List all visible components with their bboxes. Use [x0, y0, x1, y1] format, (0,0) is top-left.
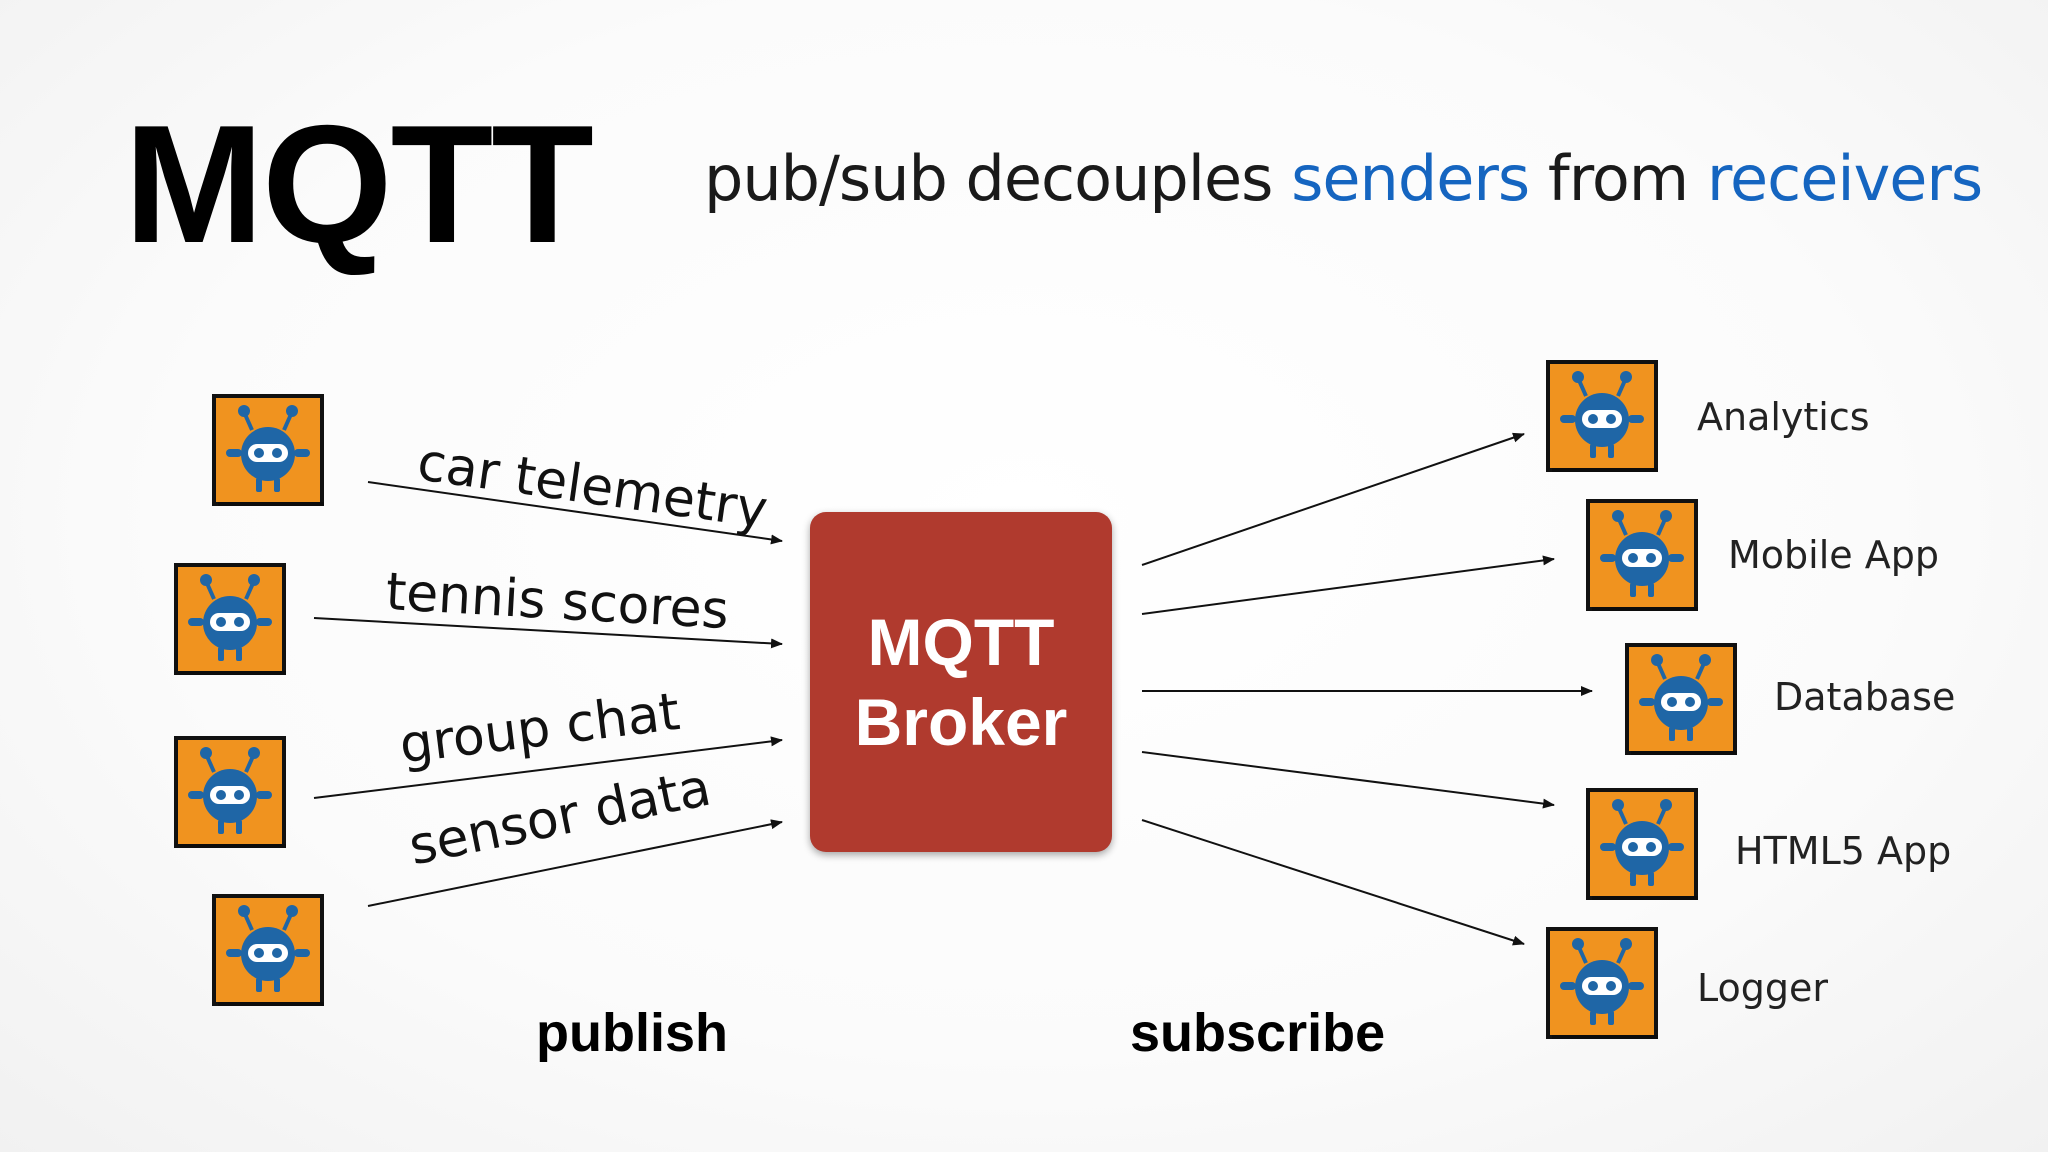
subscriber-robot-icon: [1625, 643, 1737, 755]
publish-arrow-sensor-data: [367, 819, 783, 907]
publisher-robot-icon: [174, 563, 286, 675]
subscriber-label-html5-app: HTML5 App: [1735, 829, 1952, 873]
broker-label-line2: Broker: [854, 685, 1068, 759]
subtitle-senders: senders: [1291, 142, 1530, 215]
subscriber-robot-icon: [1546, 927, 1658, 1039]
publish-label: publish: [536, 1003, 728, 1063]
subscriber-label-mobile-app: Mobile App: [1728, 533, 1939, 577]
publish-arrow-tennis-scores: [313, 617, 783, 649]
publisher-robot-icon: [174, 736, 286, 848]
subscriber-label-analytics: Analytics: [1697, 395, 1870, 439]
subscriber-robot-icon: [1546, 360, 1658, 472]
subscribe-arrow-html5-app: [1141, 751, 1555, 809]
subscribe-arrow-logger: [1141, 819, 1525, 946]
publish-arrow-car-telemetry: [367, 481, 783, 545]
subscribe-arrow-analytics: [1141, 432, 1525, 566]
subtitle-middle: from: [1529, 142, 1707, 215]
subscriber-label-database: Database: [1774, 675, 1956, 719]
publish-arrow-group-chat: [313, 736, 783, 799]
publisher-robot-icon: [212, 394, 324, 506]
subscriber-label-logger: Logger: [1697, 966, 1828, 1010]
subtitle-receivers: receivers: [1706, 142, 1983, 215]
publisher-robot-icon: [212, 894, 324, 1006]
broker-label-line1: MQTT: [867, 605, 1055, 679]
mqtt-broker: MQTT Broker: [810, 512, 1112, 852]
subtitle-prefix: pub/sub decouples: [704, 142, 1292, 215]
subscriber-robot-icon: [1586, 499, 1698, 611]
subscriber-robot-icon: [1586, 788, 1698, 900]
subtitle: pub/sub decouples senders from receivers: [704, 142, 1983, 215]
subscribe-label: subscribe: [1130, 1003, 1386, 1063]
page-title: MQTT: [124, 90, 594, 278]
subscribe-arrow-mobile-app: [1141, 555, 1555, 615]
